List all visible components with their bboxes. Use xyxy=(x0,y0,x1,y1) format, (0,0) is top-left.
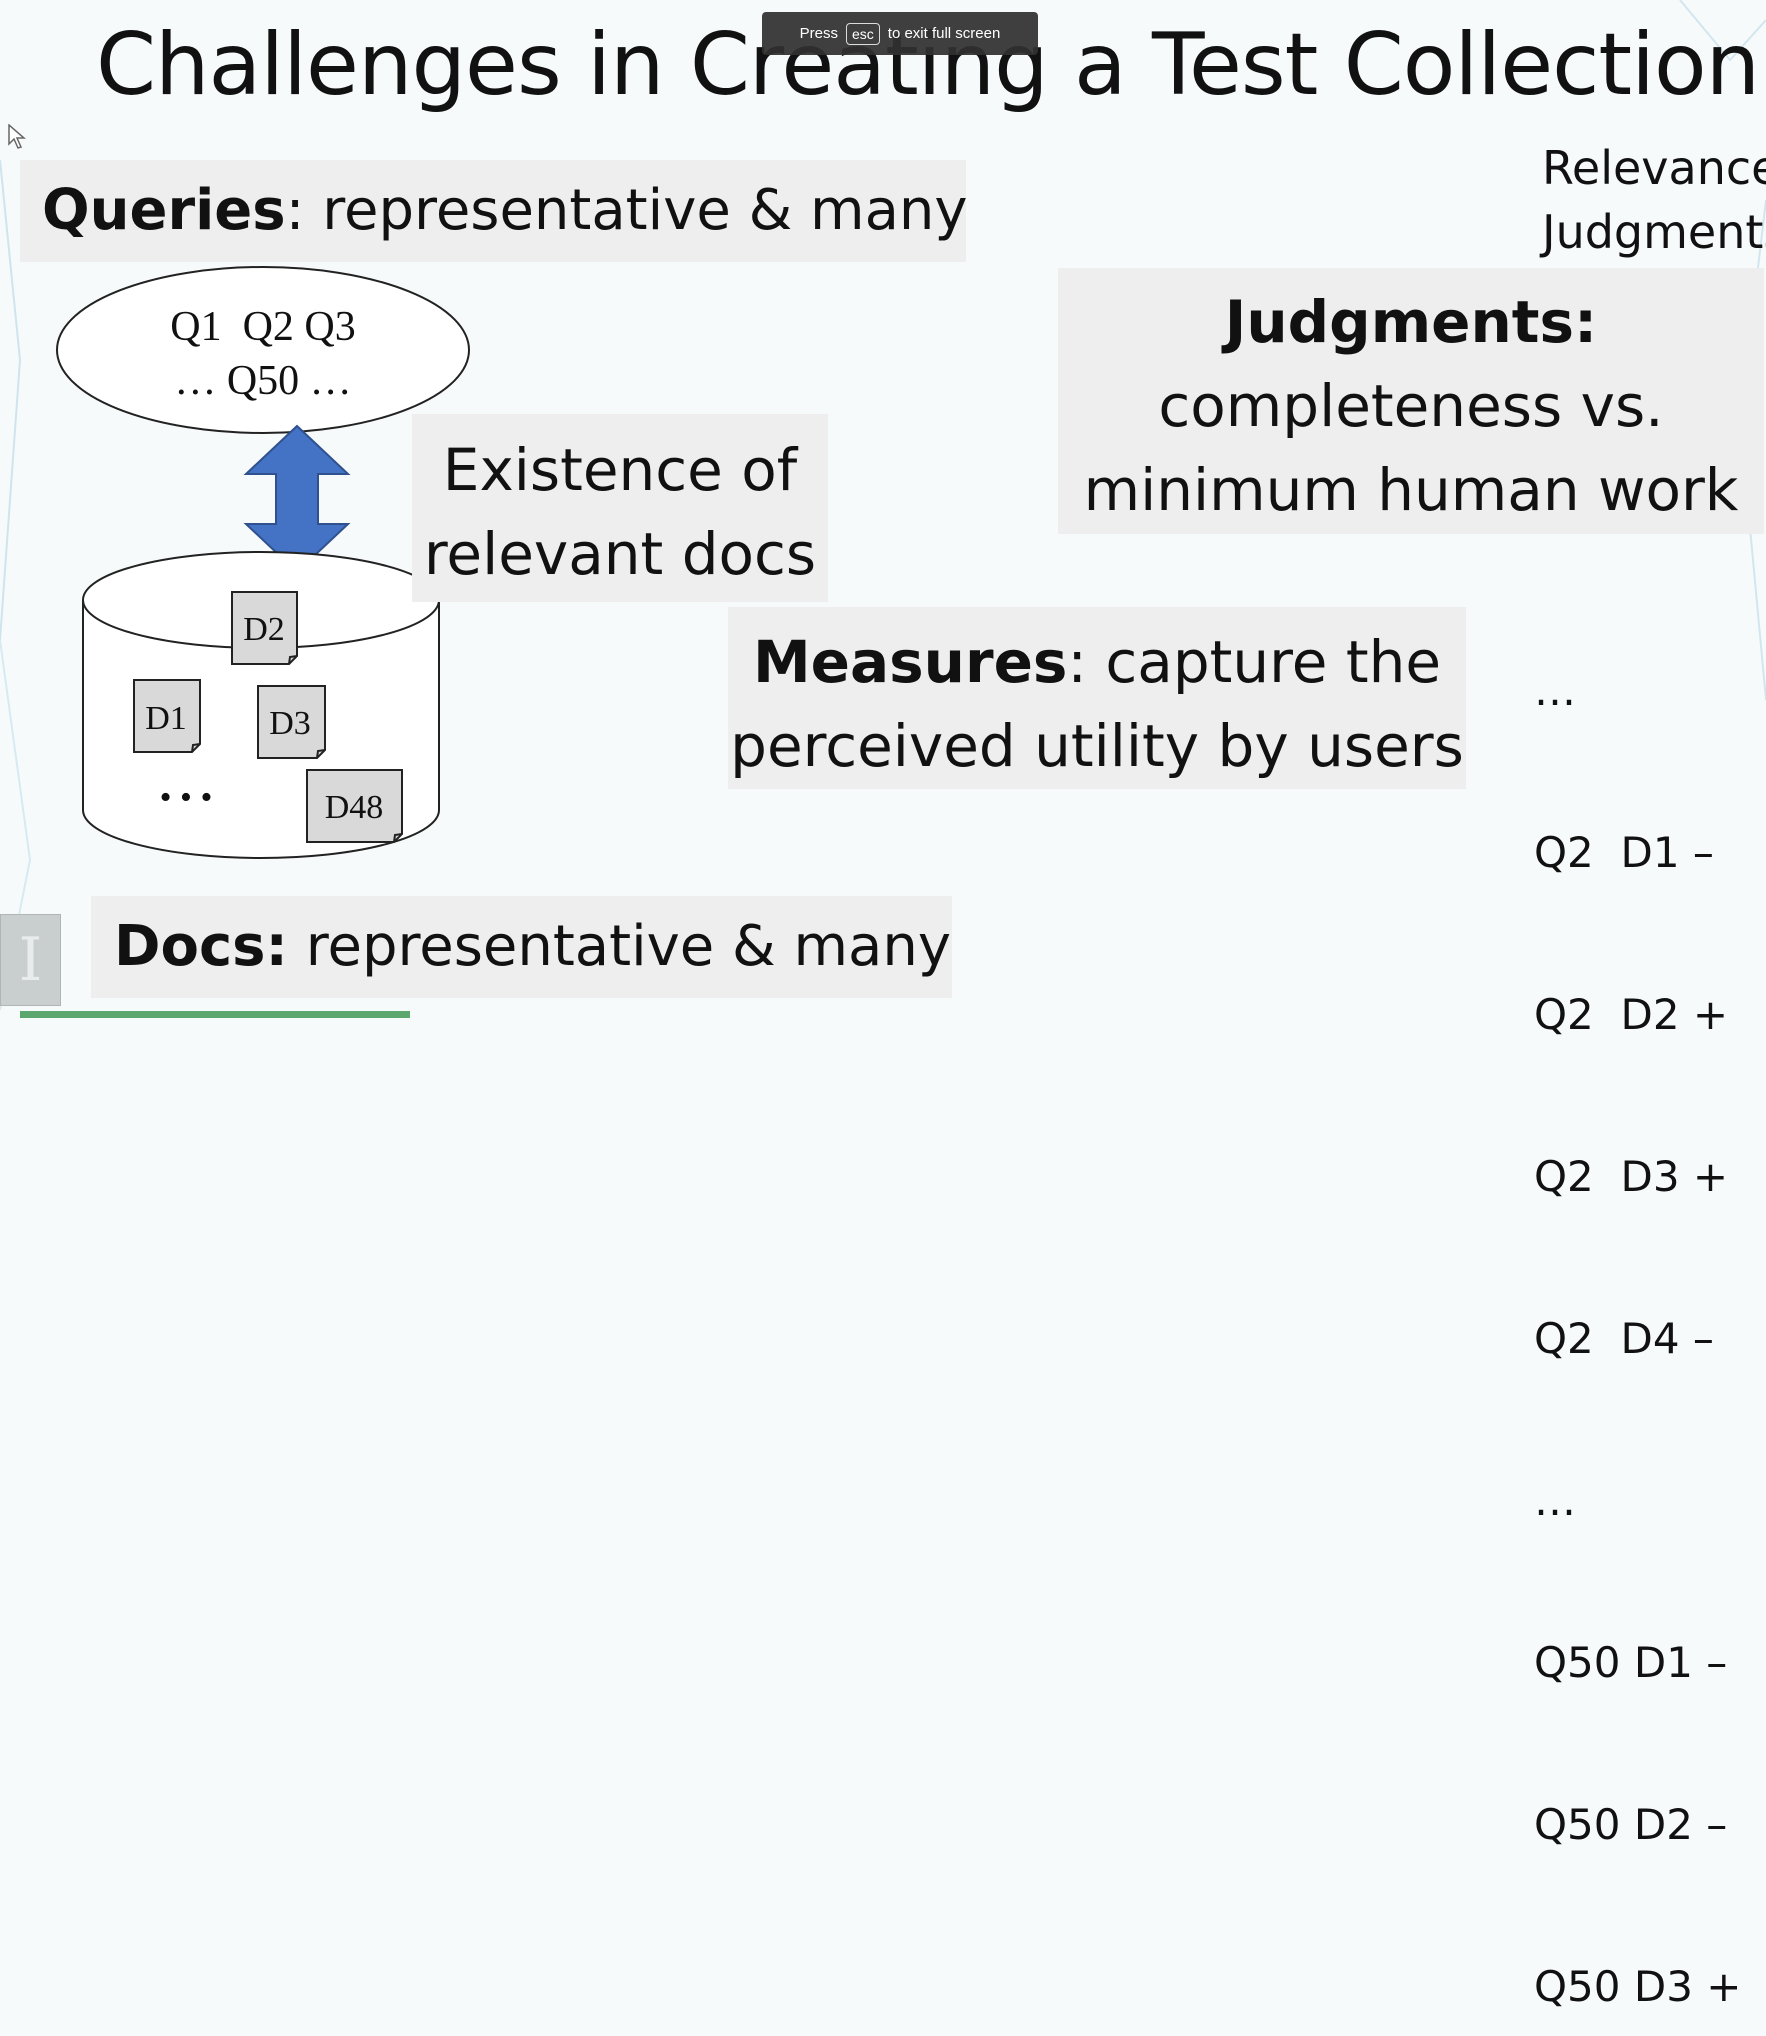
queries-caption: Queries: representative & many xyxy=(42,176,968,246)
doc-d3-label: D3 xyxy=(269,705,311,742)
relevance-row: Q50 D1 – xyxy=(1534,1638,1728,1687)
relevance-row: Q50 D3 + xyxy=(1534,1962,1742,2011)
judgments-box xyxy=(1058,268,1764,534)
query-labels-line1: Q1 Q2 Q3 xyxy=(170,304,356,350)
measures-box xyxy=(728,607,1466,789)
relevance-title-line2: Judgments xyxy=(1542,205,1766,259)
existence-caption: Existence of relevant docs xyxy=(412,428,828,596)
toast-press-label: Press xyxy=(799,25,838,42)
queries-rest: : representative & many xyxy=(285,178,968,243)
toast-suffix-label: to exit full screen xyxy=(887,25,1001,42)
fullscreen-toast: Press esc to exit full screen xyxy=(762,12,1038,55)
queries-bold: Queries xyxy=(42,178,286,243)
queries-ellipse xyxy=(56,266,470,434)
relevance-row: Q2 D4 – xyxy=(1534,1314,1714,1363)
relevance-row: … xyxy=(1534,1476,1576,1525)
docs-bold: Docs: xyxy=(114,914,288,979)
measures-caption: Measures: capture the perceived utility … xyxy=(728,620,1466,788)
relevance-row: Q2 D3 + xyxy=(1534,1152,1729,1201)
relevance-row: Q2 D1 – xyxy=(1534,828,1714,877)
query-labels-line2: … Q50 … xyxy=(174,358,351,404)
relevance-title-line1: Relevance xyxy=(1542,141,1766,195)
collection-diagram: Q1 Q2 Q3 … Q50 … D2 D1 D3 • • • D48 xyxy=(56,266,470,859)
doc-d3-icon: D3 xyxy=(257,685,326,759)
doc-d1-label: D1 xyxy=(145,700,187,737)
relevance-row: Q2 D2 + xyxy=(1534,990,1729,1039)
docs-caption: Docs: representative & many xyxy=(114,912,951,982)
doc-d48-icon: D48 xyxy=(306,769,403,843)
relevance-list: … Q2 D1 – Q2 D2 + Q2 D3 + Q2 D4 – … Q50 … xyxy=(1534,556,1741,2036)
judgments-bold: Judgments: xyxy=(1224,288,1598,356)
university-logo-icon: I xyxy=(0,914,61,1006)
doc-d2-icon: D2 xyxy=(231,591,298,665)
doc-d48-label: D48 xyxy=(325,789,384,826)
docs-rest: representative & many xyxy=(287,914,952,979)
docs-ellipsis: • • • xyxy=(160,779,213,816)
judgments-line3: minimum human work xyxy=(1083,456,1739,524)
judgments-caption: Judgments: completeness vs. minimum huma… xyxy=(1058,280,1764,532)
measures-rest: : capture the xyxy=(1067,628,1442,696)
docs-box xyxy=(91,896,952,998)
doc-d2-label: D2 xyxy=(243,611,285,648)
queries-box xyxy=(20,160,966,262)
arrow-cursor-icon xyxy=(8,124,26,149)
judgments-line2: completeness vs. xyxy=(1158,372,1664,440)
doc-d1-icon: D1 xyxy=(133,679,201,753)
existence-line2: relevant docs xyxy=(423,520,817,588)
progress-bar xyxy=(20,1011,410,1018)
double-arrow-icon xyxy=(243,424,351,574)
measures-line2: perceived utility by users xyxy=(730,712,1464,780)
existence-box xyxy=(412,414,828,602)
esc-key-badge: esc xyxy=(845,22,880,45)
existence-line1: Existence of xyxy=(442,436,798,504)
measures-bold: Measures xyxy=(752,628,1068,696)
relevance-row: Q50 D2 – xyxy=(1534,1800,1728,1849)
relevance-title: Relevance Judgments xyxy=(1542,136,1766,264)
relevance-row: … xyxy=(1534,666,1576,715)
